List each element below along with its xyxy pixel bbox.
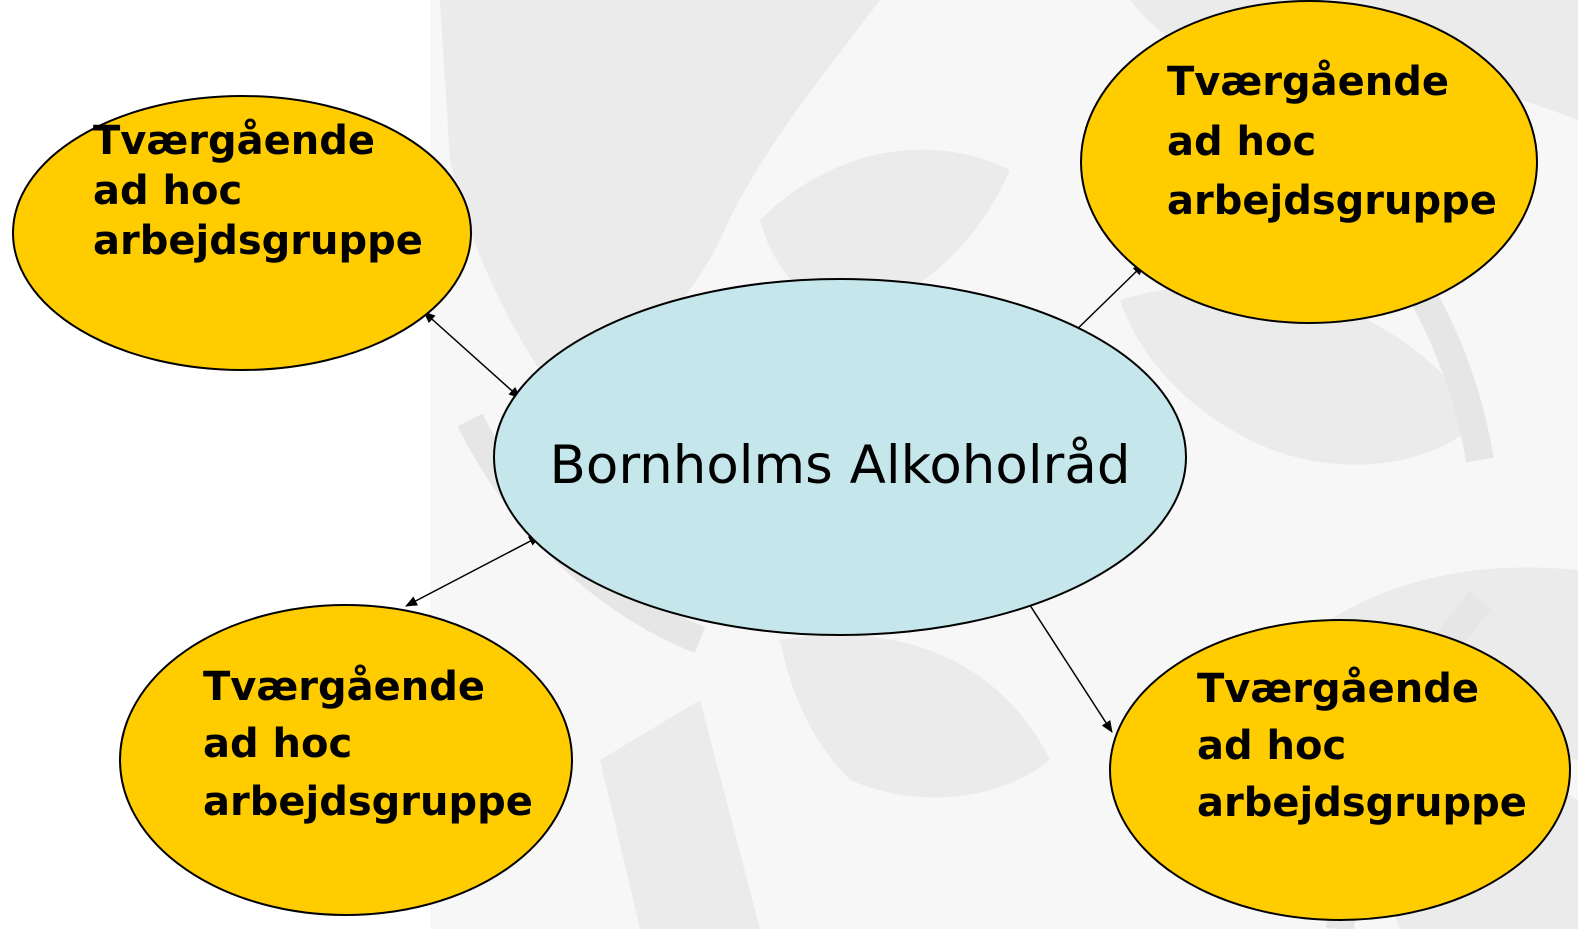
satellite-label: Tværgående ad hoc arbejdsgruppe: [93, 117, 423, 264]
satellite-label-line: ad hoc: [1197, 723, 1346, 769]
connector-center-satellite-3: [405, 535, 541, 607]
satellite-ellipse: [119, 604, 573, 916]
satellite-ellipse: [1080, 0, 1538, 324]
satellite-label-line: arbejdsgruppe: [1167, 178, 1497, 224]
satellite-label-line: ad hoc: [93, 168, 242, 214]
satellite-node-3: Tværgående ad hoc arbejdsgruppe: [119, 604, 573, 916]
satellite-label: Tværgående ad hoc arbejdsgruppe: [203, 663, 533, 825]
satellite-label: Tværgående ad hoc arbejdsgruppe: [1167, 58, 1497, 224]
satellite-label-line: arbejdsgruppe: [93, 218, 423, 264]
satellite-label-line: arbejdsgruppe: [203, 779, 533, 825]
satellite-label-line: Tværgående: [1197, 665, 1479, 712]
satellite-label-line: Tværgående: [93, 117, 375, 164]
satellite-label-line: ad hoc: [1167, 119, 1316, 165]
center-label: Bornholms Alkoholråd: [550, 435, 1131, 496]
satellite-ellipse: [12, 95, 472, 371]
connector-center-satellite-1: [423, 311, 521, 399]
connector-center-satellite-2: [1067, 263, 1145, 339]
satellite-label-line: ad hoc: [203, 721, 352, 767]
satellite-node-4: Tværgående ad hoc arbejdsgruppe: [1109, 619, 1571, 921]
connector-center-satellite-4: [1023, 595, 1113, 733]
satellite-node-2: Tværgående ad hoc arbejdsgruppe: [1080, 0, 1538, 324]
center-node: Bornholms Alkoholråd: [493, 278, 1187, 636]
satellite-node-1: Tværgående ad hoc arbejdsgruppe: [12, 95, 472, 371]
satellite-label-line: Tværgående: [1167, 58, 1449, 105]
satellite-ellipse: [1109, 619, 1571, 921]
satellite-label-line: arbejdsgruppe: [1197, 780, 1527, 826]
satellite-label-line: Tværgående: [203, 663, 485, 710]
center-ellipse: [493, 278, 1187, 636]
satellite-label: Tværgående ad hoc arbejdsgruppe: [1197, 665, 1527, 826]
